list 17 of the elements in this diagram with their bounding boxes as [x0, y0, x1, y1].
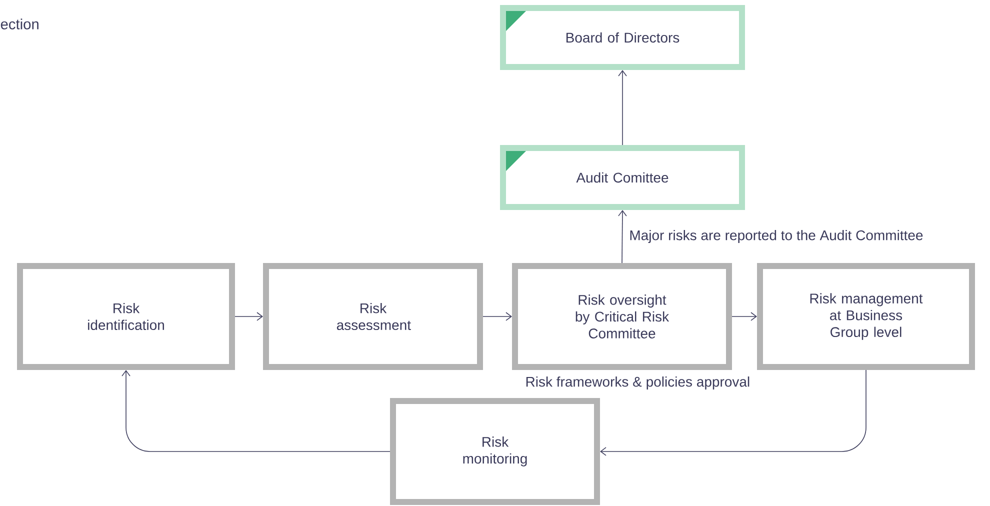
- process-box: Risk oversight by Critical Risk Committee: [512, 263, 732, 370]
- heading-text: ection: [0, 18, 38, 30]
- arrow: [234, 312, 263, 321]
- process-box: Risk assessment: [263, 263, 483, 370]
- arrow: [732, 312, 757, 321]
- arrow: [122, 370, 390, 452]
- process-box: Risk monitoring: [390, 398, 600, 505]
- process-box: Risk identification: [17, 263, 235, 370]
- arrow: [618, 210, 627, 264]
- process-box: Board of Directors: [500, 4, 745, 70]
- process-box: Risk management at Business Group level: [757, 263, 975, 370]
- edge-label: Major risks are reported to the Audit Committee: [628, 228, 925, 244]
- process-box: Audit Comittee: [500, 144, 745, 210]
- note-text: Risk frameworks & policies approval: [526, 376, 750, 390]
- arrow: [618, 70, 627, 146]
- arrow: [482, 312, 512, 321]
- arrow: [600, 370, 866, 456]
